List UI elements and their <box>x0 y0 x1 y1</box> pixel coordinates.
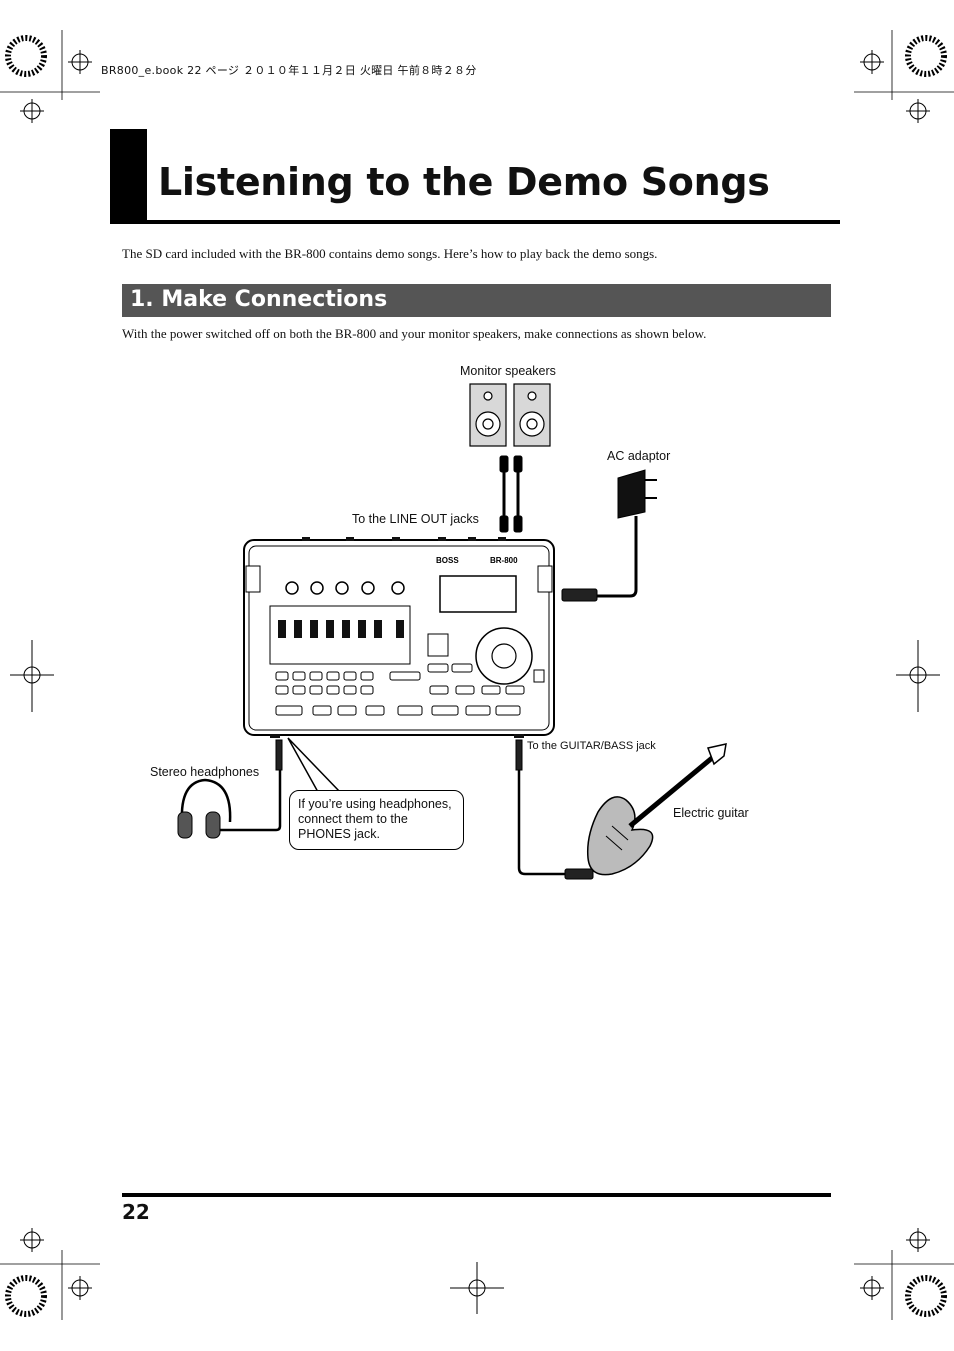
intro-text: The SD card included with the BR-800 con… <box>122 246 658 261</box>
page-number: 22 <box>122 1200 150 1224</box>
line-out-label: To the LINE OUT jacks <box>352 512 479 526</box>
line-out-cable <box>499 455 523 533</box>
headphones-callout: If you’re using headphones, connect them… <box>289 790 464 850</box>
guitar-bass-label: To the GUITAR/BASS jack <box>527 740 656 752</box>
br800-device <box>243 537 555 738</box>
callout-line-3: PHONES jack. <box>298 827 380 841</box>
section-heading-bar <box>122 284 831 317</box>
section-title: 1. Make Connections <box>130 287 388 312</box>
section-instruction: With the power switched off on both the … <box>122 326 707 341</box>
device-model-label: BR-800 <box>490 556 518 565</box>
device-brand-label: BOSS <box>436 556 459 565</box>
ac-adaptor-label: AC adaptor <box>607 449 671 463</box>
headphones-icon <box>177 739 283 839</box>
callout-line-1: If you’re using headphones, <box>298 797 452 811</box>
electric-guitar-icon <box>586 743 727 876</box>
color-wheel-icon <box>5 35 947 1317</box>
electric-guitar-label: Electric guitar <box>673 806 749 820</box>
monitor-speakers-label: Monitor speakers <box>460 364 556 378</box>
page-title: Listening to the Demo Songs <box>158 160 770 204</box>
callout-line-2: connect them to the <box>298 812 408 826</box>
title-block-marker <box>110 129 147 224</box>
ac-adaptor-icon <box>561 469 657 602</box>
title-rule <box>110 220 840 224</box>
guitar-cable <box>515 739 594 880</box>
book-info-header: BR800_e.book 22 ページ ２０１０年１１月２日 火曜日 午前８時２… <box>101 64 477 77</box>
callout-pointer <box>287 737 342 793</box>
registration-target-icon <box>10 50 940 1314</box>
monitor-speakers-icon <box>469 383 551 447</box>
footer-rule <box>122 1193 831 1197</box>
stereo-headphones-label: Stereo headphones <box>150 765 260 779</box>
